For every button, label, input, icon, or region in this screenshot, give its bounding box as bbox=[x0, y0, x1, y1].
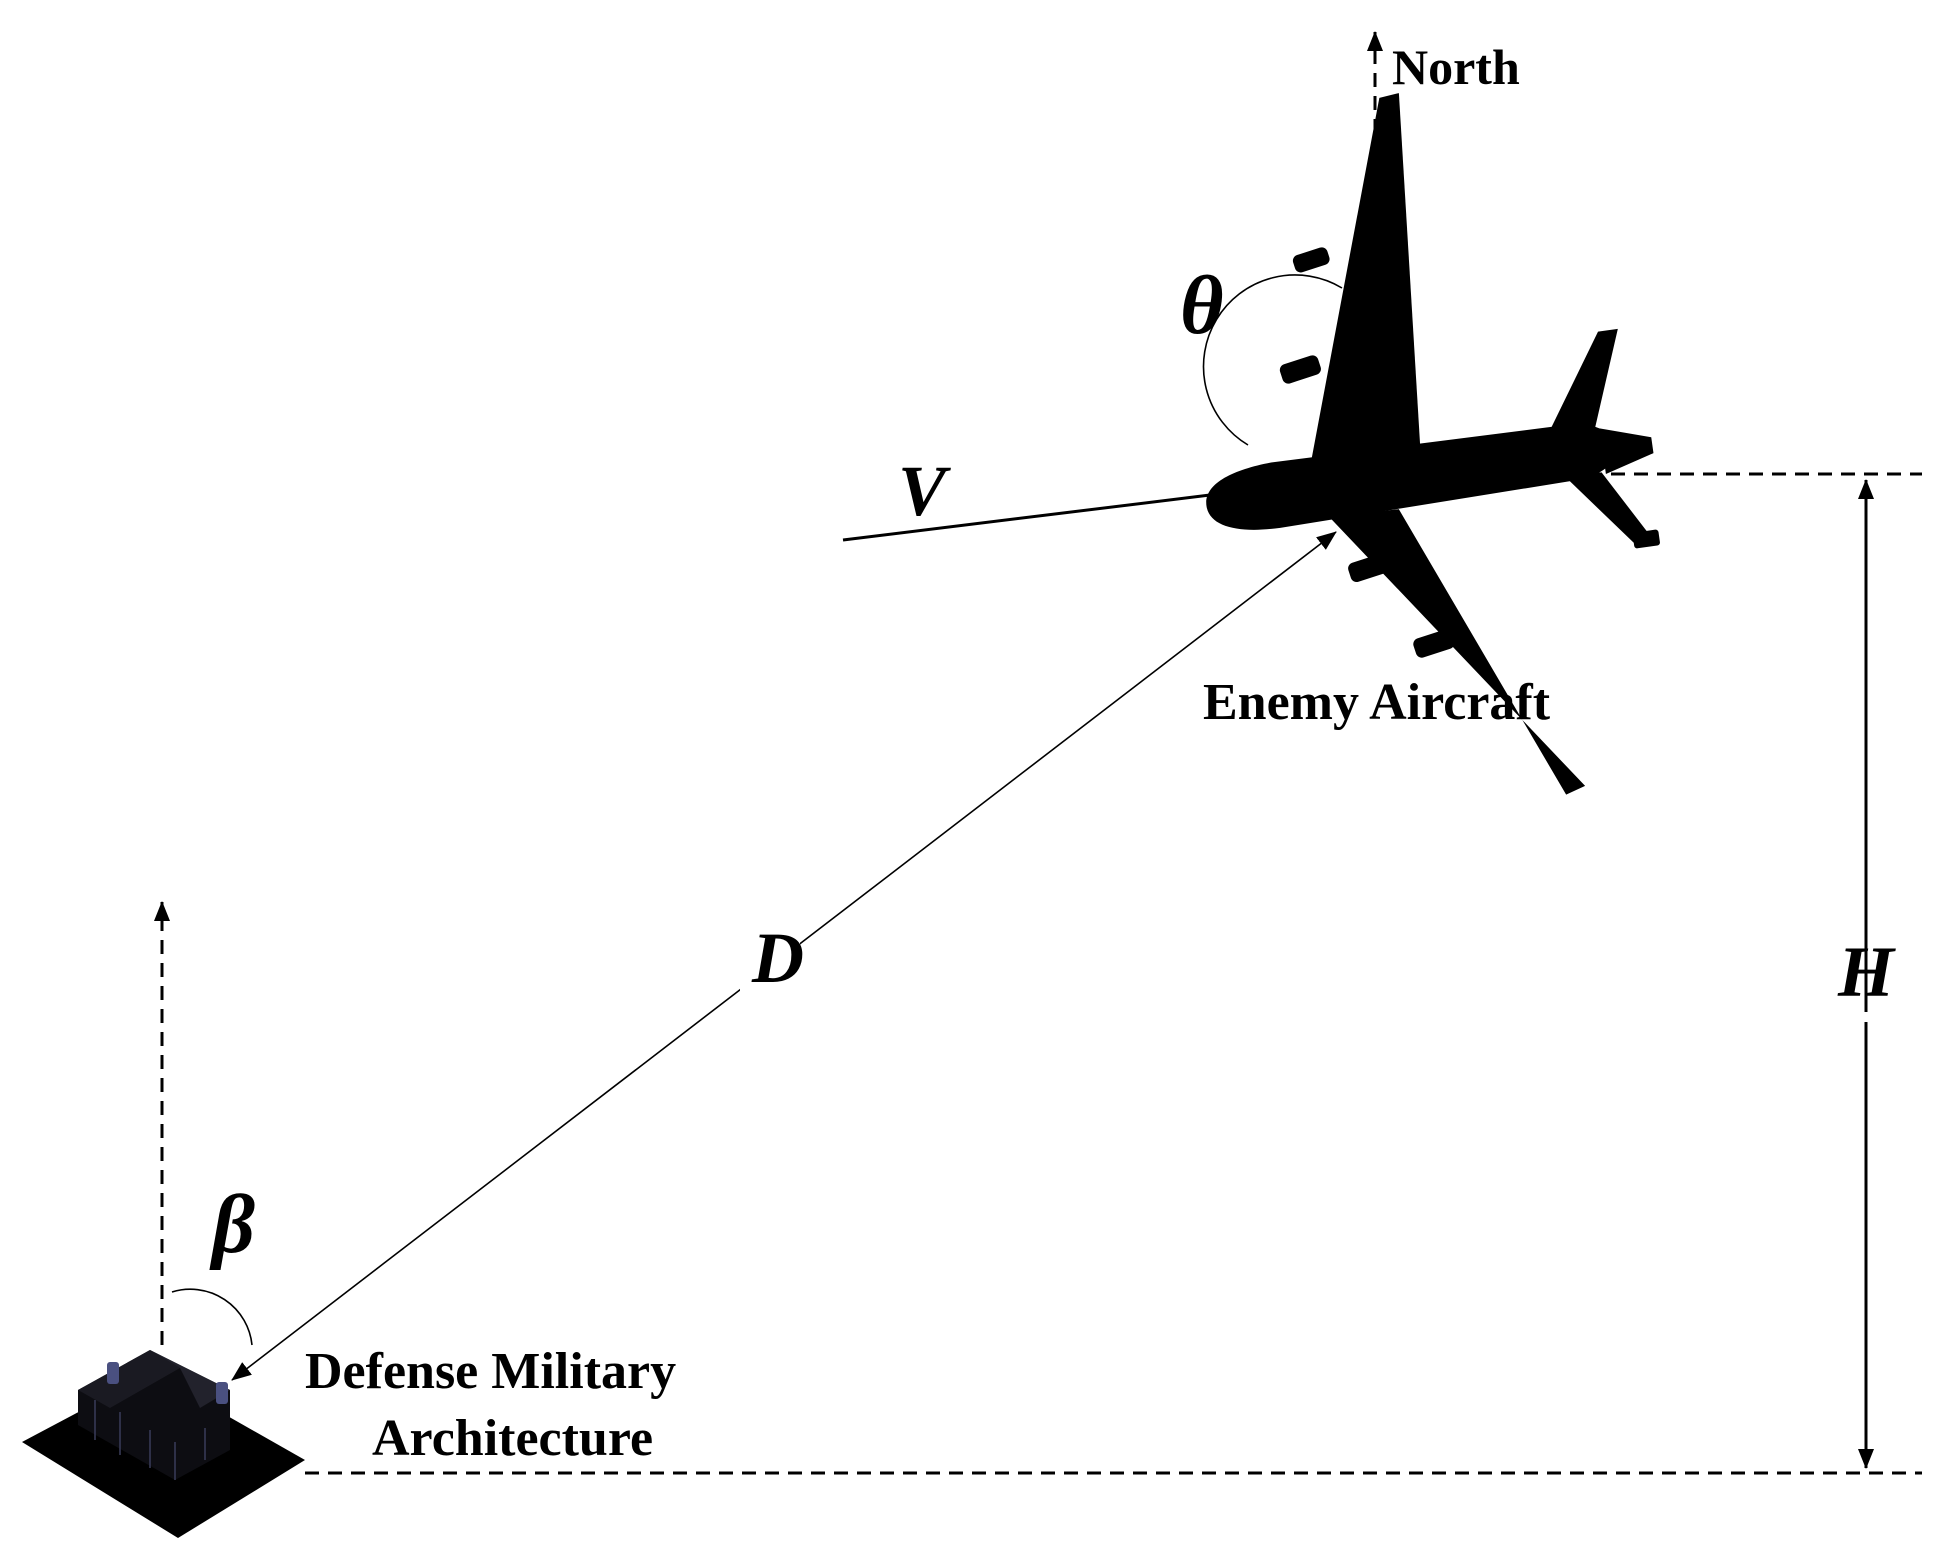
enemy-aircraft-label: Enemy Aircraft bbox=[1203, 674, 1551, 731]
left-chimney-icon bbox=[107, 1362, 119, 1384]
height-label: H bbox=[1837, 932, 1896, 1012]
velocity-label: V bbox=[898, 451, 951, 531]
distance-label-gap bbox=[740, 915, 800, 995]
beta-label: β bbox=[209, 1178, 255, 1271]
defense-label-line1: Defense Military bbox=[305, 1343, 676, 1400]
beta-angle-arc bbox=[171, 1288, 253, 1346]
distance-label: D bbox=[751, 918, 804, 998]
north-label: North bbox=[1392, 39, 1520, 95]
right-chimney-icon bbox=[216, 1382, 228, 1404]
house-building-icon bbox=[22, 1350, 305, 1538]
airplane-silhouette-icon bbox=[1206, 93, 1660, 795]
theta-angle-arc bbox=[1202, 274, 1343, 446]
theta-label: θ bbox=[1180, 259, 1224, 352]
defense-label-line2: Architecture bbox=[372, 1410, 653, 1467]
